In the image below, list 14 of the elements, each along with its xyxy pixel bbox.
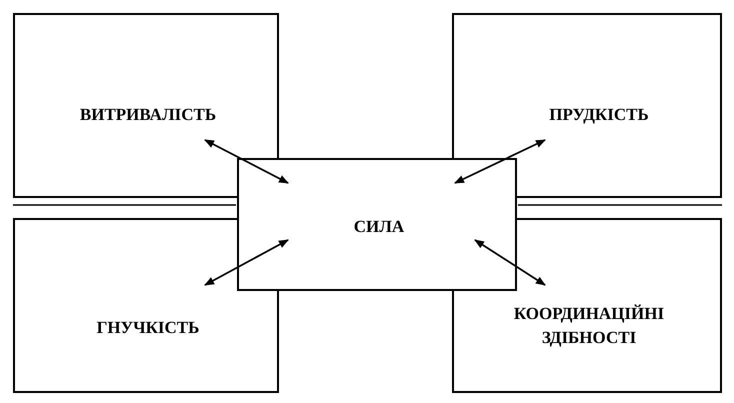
double-arrow bbox=[454, 139, 546, 184]
double-arrow bbox=[204, 139, 289, 184]
double-arrow bbox=[474, 239, 546, 286]
box-label: СИЛА bbox=[352, 216, 406, 238]
box-label: КООРДИНАЦІЙНІ ЗДІБНОСТІ bbox=[512, 303, 666, 349]
double-arrow bbox=[204, 239, 289, 286]
box-label: ГНУЧКІСТЬ bbox=[96, 317, 200, 339]
text-box bbox=[13, 218, 279, 393]
text-box bbox=[452, 218, 722, 393]
box-label: ВИТРИВАЛІСТЬ bbox=[78, 104, 218, 126]
text-box bbox=[13, 13, 279, 198]
text-box bbox=[237, 158, 517, 291]
text-box bbox=[452, 13, 722, 198]
box-label: ПРУДКІСТЬ bbox=[548, 104, 650, 126]
